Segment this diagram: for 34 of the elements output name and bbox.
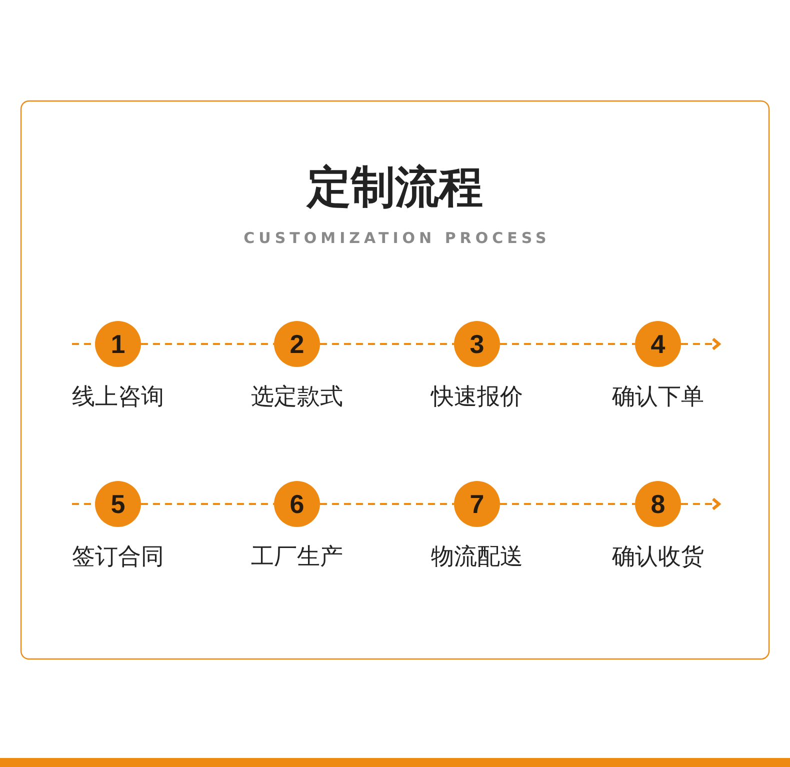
step-label: 物流配送 <box>431 544 523 570</box>
step-number: 8 <box>650 491 666 517</box>
step-label: 线上咨询 <box>72 384 164 410</box>
step-label: 确认下单 <box>612 384 704 410</box>
step-circle <box>635 321 681 367</box>
step-label: 快速报价 <box>431 384 523 410</box>
step-number: 5 <box>110 491 126 517</box>
step-number: 7 <box>470 491 484 517</box>
dashed-connector <box>141 503 274 505</box>
step-circle <box>454 481 500 527</box>
step-label: 签订合同 <box>72 544 164 570</box>
step-number: 1 <box>110 331 126 357</box>
dashed-arrow <box>681 338 720 350</box>
step-number: 2 <box>290 331 304 357</box>
step-label: 选定款式 <box>251 384 343 410</box>
title: 定制流程 <box>307 162 483 213</box>
dashed-connector <box>500 343 635 345</box>
step-circle <box>274 321 320 367</box>
step-label: 确认收货 <box>612 544 704 570</box>
dashed-connector <box>320 343 454 345</box>
dashed-connector <box>141 343 274 345</box>
step-circle <box>95 481 141 527</box>
dashed-connector <box>500 503 635 505</box>
step-number: 6 <box>290 491 304 517</box>
dashed-connector <box>320 503 454 505</box>
step-number: 3 <box>470 331 484 357</box>
step-circle <box>95 321 141 367</box>
step-circle <box>274 481 320 527</box>
subtitle: CUSTOMIZATION PROCESS <box>244 229 550 247</box>
step-label: 工厂生产 <box>251 544 343 570</box>
step-circle <box>635 481 681 527</box>
step-circle <box>454 321 500 367</box>
dashed-arrow <box>681 498 720 510</box>
step-number: 4 <box>650 331 666 357</box>
